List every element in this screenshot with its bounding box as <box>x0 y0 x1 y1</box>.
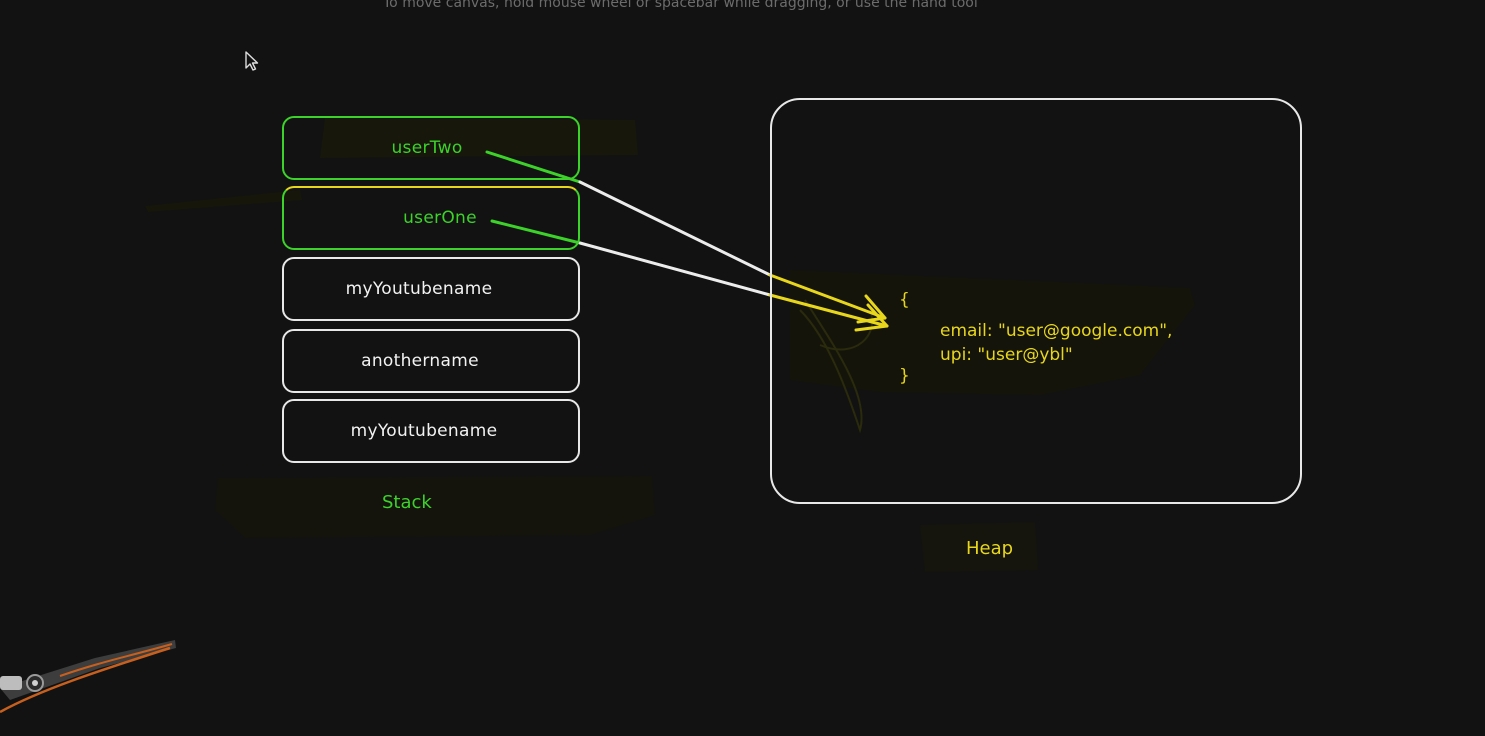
stack-frame-label: myYoutubename <box>350 421 498 441</box>
stack-frame-myyoutubename-2[interactable]: myYoutubename <box>282 399 580 463</box>
pen-tool-icon <box>0 640 176 714</box>
heap-label: Heap <box>966 538 1014 559</box>
canvas-hint-text: To move canvas, hold mouse wheel or spac… <box>383 0 978 11</box>
stack-frame-myyoutubename[interactable]: myYoutubename <box>282 257 580 321</box>
object-email-line: email: "user@google.com", <box>940 321 1173 341</box>
object-open-brace: { <box>899 290 910 310</box>
stack-frame-usertwo[interactable]: userTwo <box>282 116 580 180</box>
stack-label: Stack <box>382 492 432 513</box>
stack-frame-anothername[interactable]: anothername <box>282 329 580 393</box>
scribble-marks <box>799 299 874 434</box>
stack-frame-userone[interactable]: userOne <box>282 186 580 250</box>
mouse-cursor-icon <box>245 51 259 71</box>
arrow-usertwo-to-object <box>485 150 887 324</box>
object-close-brace: } <box>899 366 910 386</box>
stack-frame-label: userTwo <box>391 138 463 158</box>
stack-frame-label: anothername <box>361 351 479 371</box>
stack-frame-label: userOne <box>403 208 477 228</box>
highlight-smudges <box>145 118 1195 572</box>
stack-frame-label: myYoutubename <box>345 279 493 299</box>
object-upi-line: upi: "user@ybl" <box>940 345 1073 365</box>
arrow-userone-to-object <box>490 219 889 332</box>
heap-box[interactable] <box>770 98 1302 504</box>
